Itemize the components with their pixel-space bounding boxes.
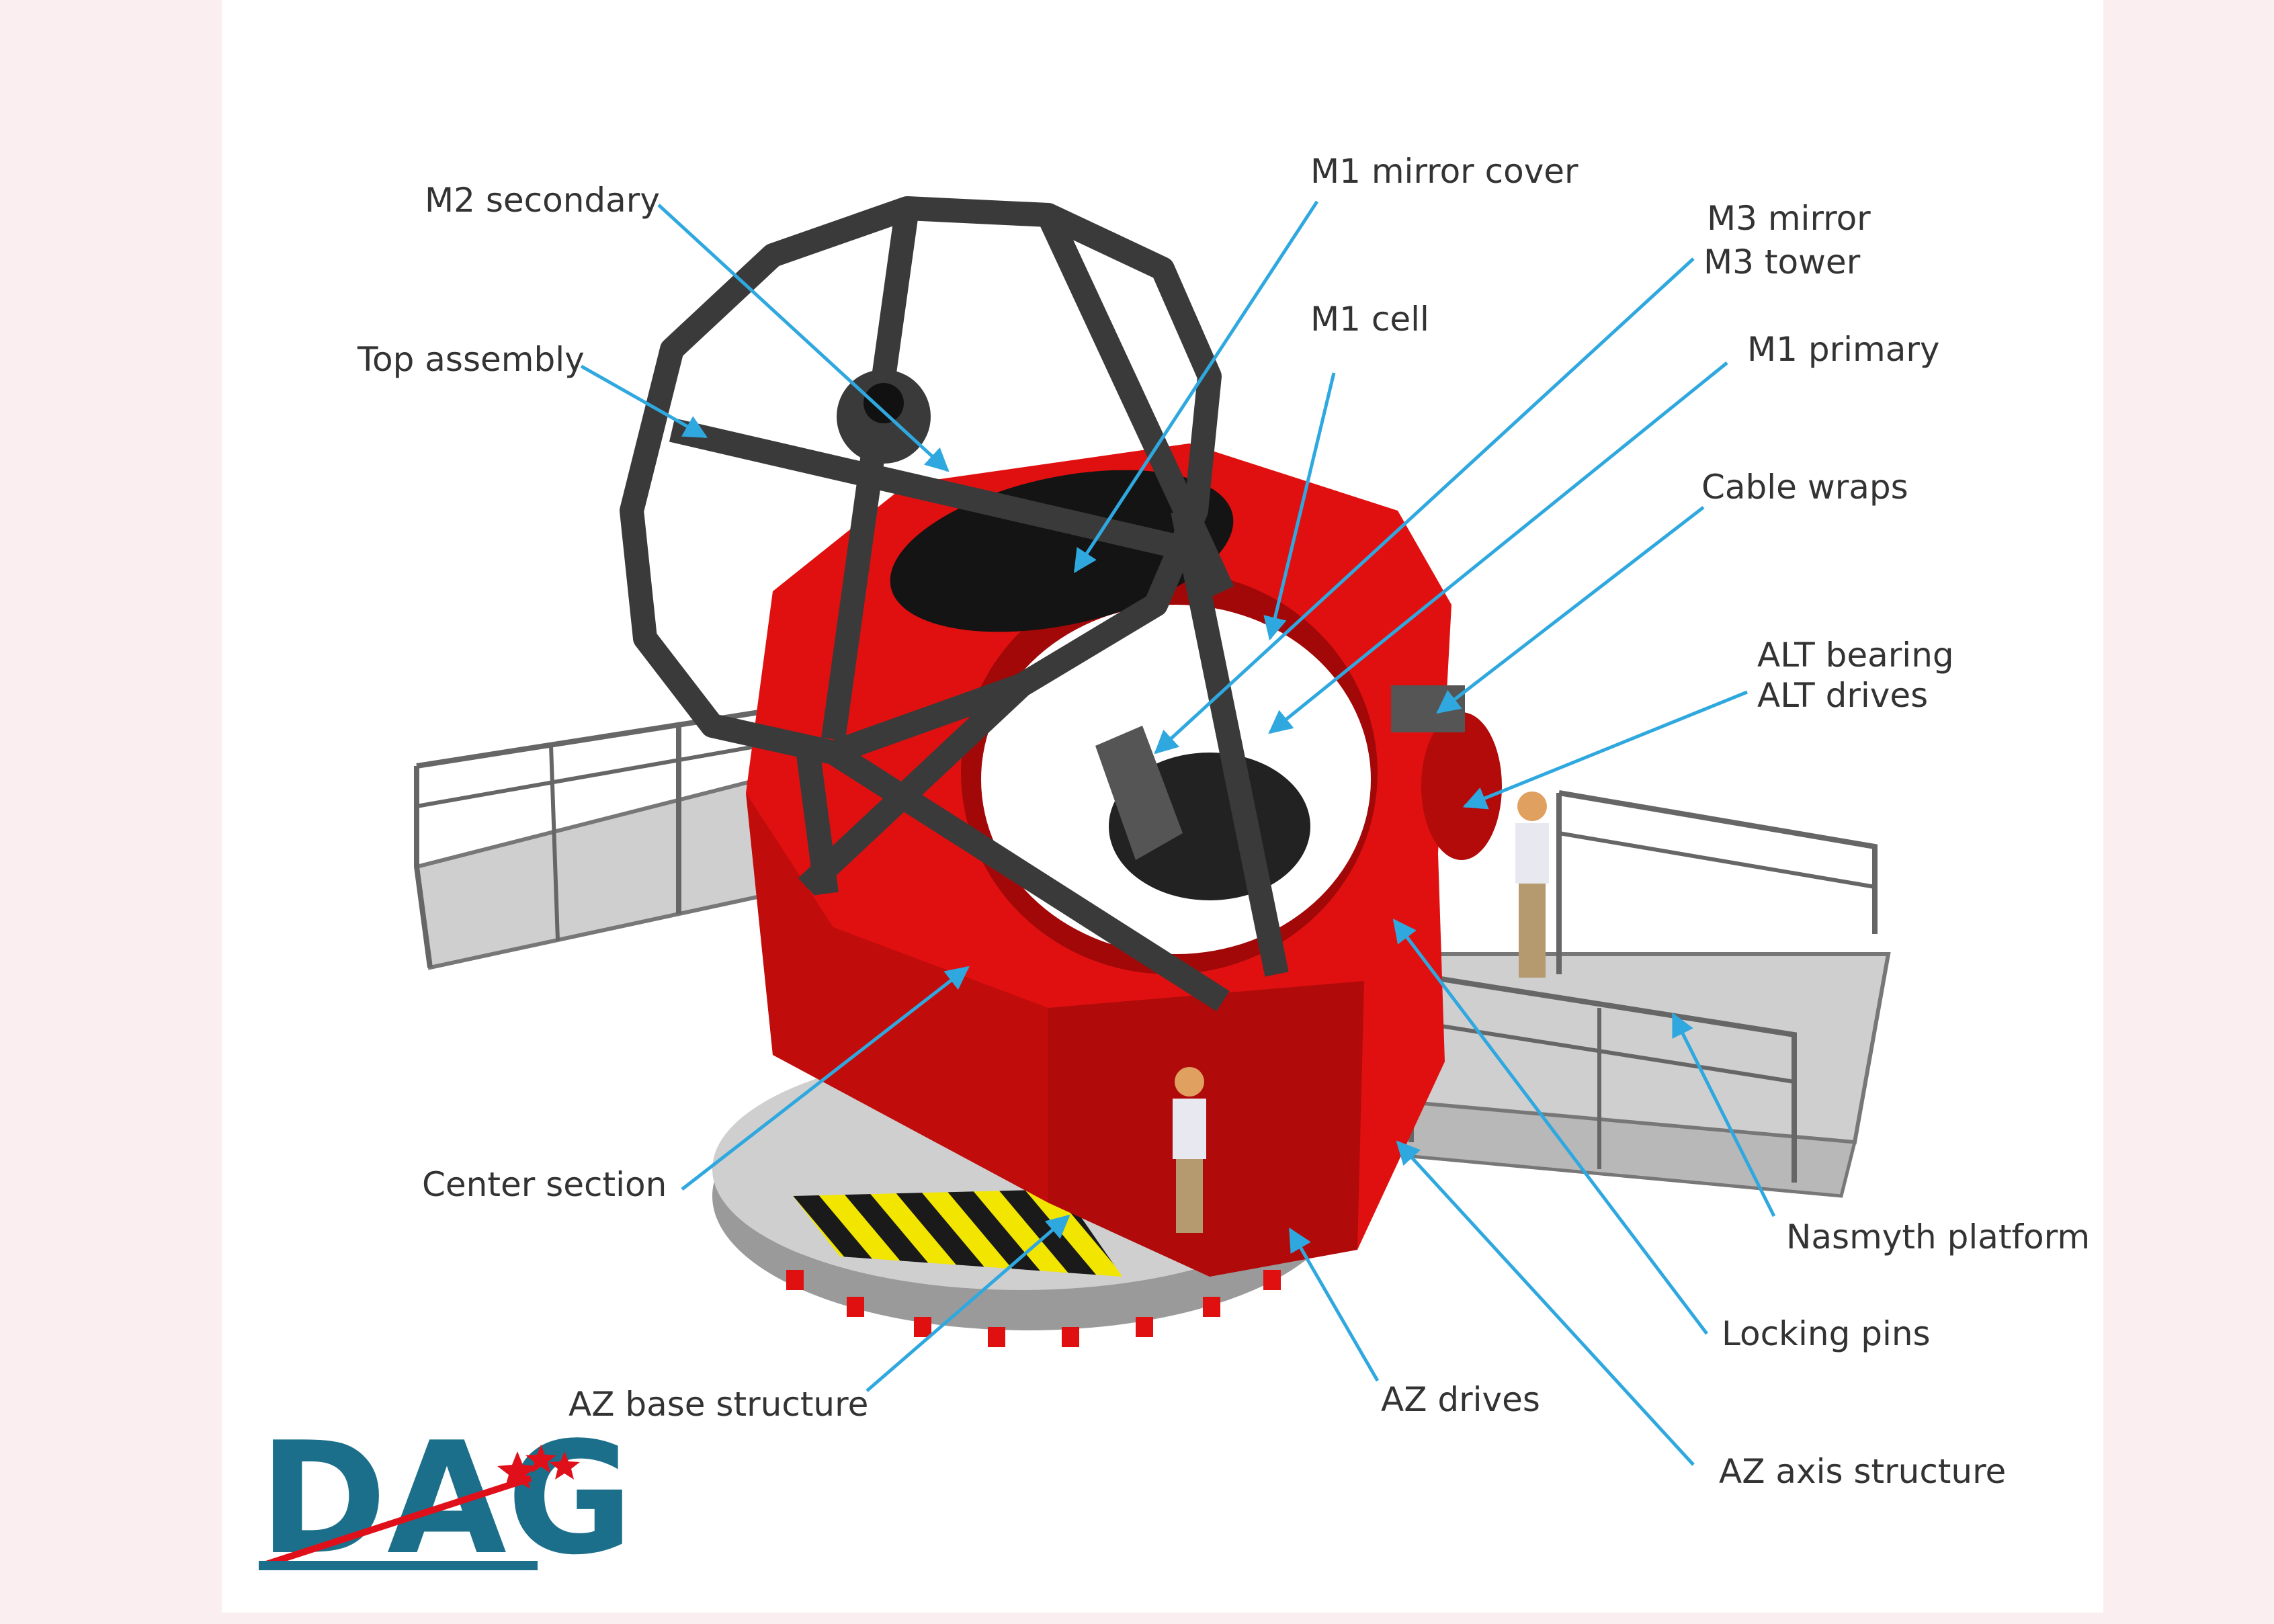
red-mount: [746, 443, 1502, 1277]
leader-m2-secondary: [657, 204, 950, 472]
leader-az-base-structure: [866, 1214, 1070, 1392]
leader-m1-primary: [1268, 361, 1728, 734]
label-center-section: Center section: [422, 1165, 667, 1204]
logo-stars-icon: [497, 1445, 580, 1489]
label-alt-drives: ALT drives: [1757, 676, 1928, 715]
telescope-truss: [620, 196, 1289, 1012]
leader-az-axis-structure: [1396, 1140, 1695, 1466]
diagram-labels: M2 secondary Top assembly M1 mirror cove…: [357, 152, 2090, 1491]
logo-swoosh-icon: [261, 1475, 532, 1569]
person-right: [1515, 792, 1549, 978]
leader-locking-pins: [1392, 918, 1708, 1335]
label-alt-bearing: ALT bearing: [1757, 636, 1954, 675]
person-center: [1173, 1067, 1206, 1233]
label-m3-tower: M3 tower: [1703, 243, 1861, 282]
logo-text: DAG: [259, 1410, 634, 1589]
leader-m1-cell: [1263, 372, 1336, 641]
dag-logo: DAG: [259, 1410, 634, 1589]
left-nasmyth-platform: [414, 710, 775, 970]
label-az-base-structure: AZ base structure: [568, 1385, 868, 1424]
label-az-drives: AZ drives: [1381, 1380, 1540, 1419]
label-cable-wraps: Cable wraps: [1701, 468, 1908, 507]
leader-center-section: [681, 966, 970, 1191]
leader-m3: [1154, 257, 1695, 755]
label-m1-cell: M1 cell: [1310, 300, 1429, 339]
leader-cable-wraps: [1436, 506, 1705, 714]
leader-nasmyth-platform: [1671, 1012, 1776, 1217]
label-top-assembly: Top assembly: [357, 340, 585, 379]
leader-top-assembly: [580, 364, 708, 439]
leader-az-drives: [1288, 1227, 1380, 1382]
label-locking-pins: Locking pins: [1722, 1314, 1931, 1353]
label-m1-mirror-cover: M1 mirror cover: [1310, 152, 1578, 191]
label-az-axis-structure: AZ axis structure: [1719, 1452, 2006, 1491]
label-m1-primary: M1 primary: [1747, 330, 1940, 369]
label-nasmyth-platform: Nasmyth platform: [1786, 1217, 2090, 1256]
leader-m1-mirror-cover: [1073, 200, 1319, 573]
label-m2-secondary: M2 secondary: [425, 181, 660, 220]
label-m3-mirror: M3 mirror: [1707, 199, 1871, 238]
leader-lines: [580, 200, 1776, 1466]
leader-alt: [1462, 690, 1748, 810]
